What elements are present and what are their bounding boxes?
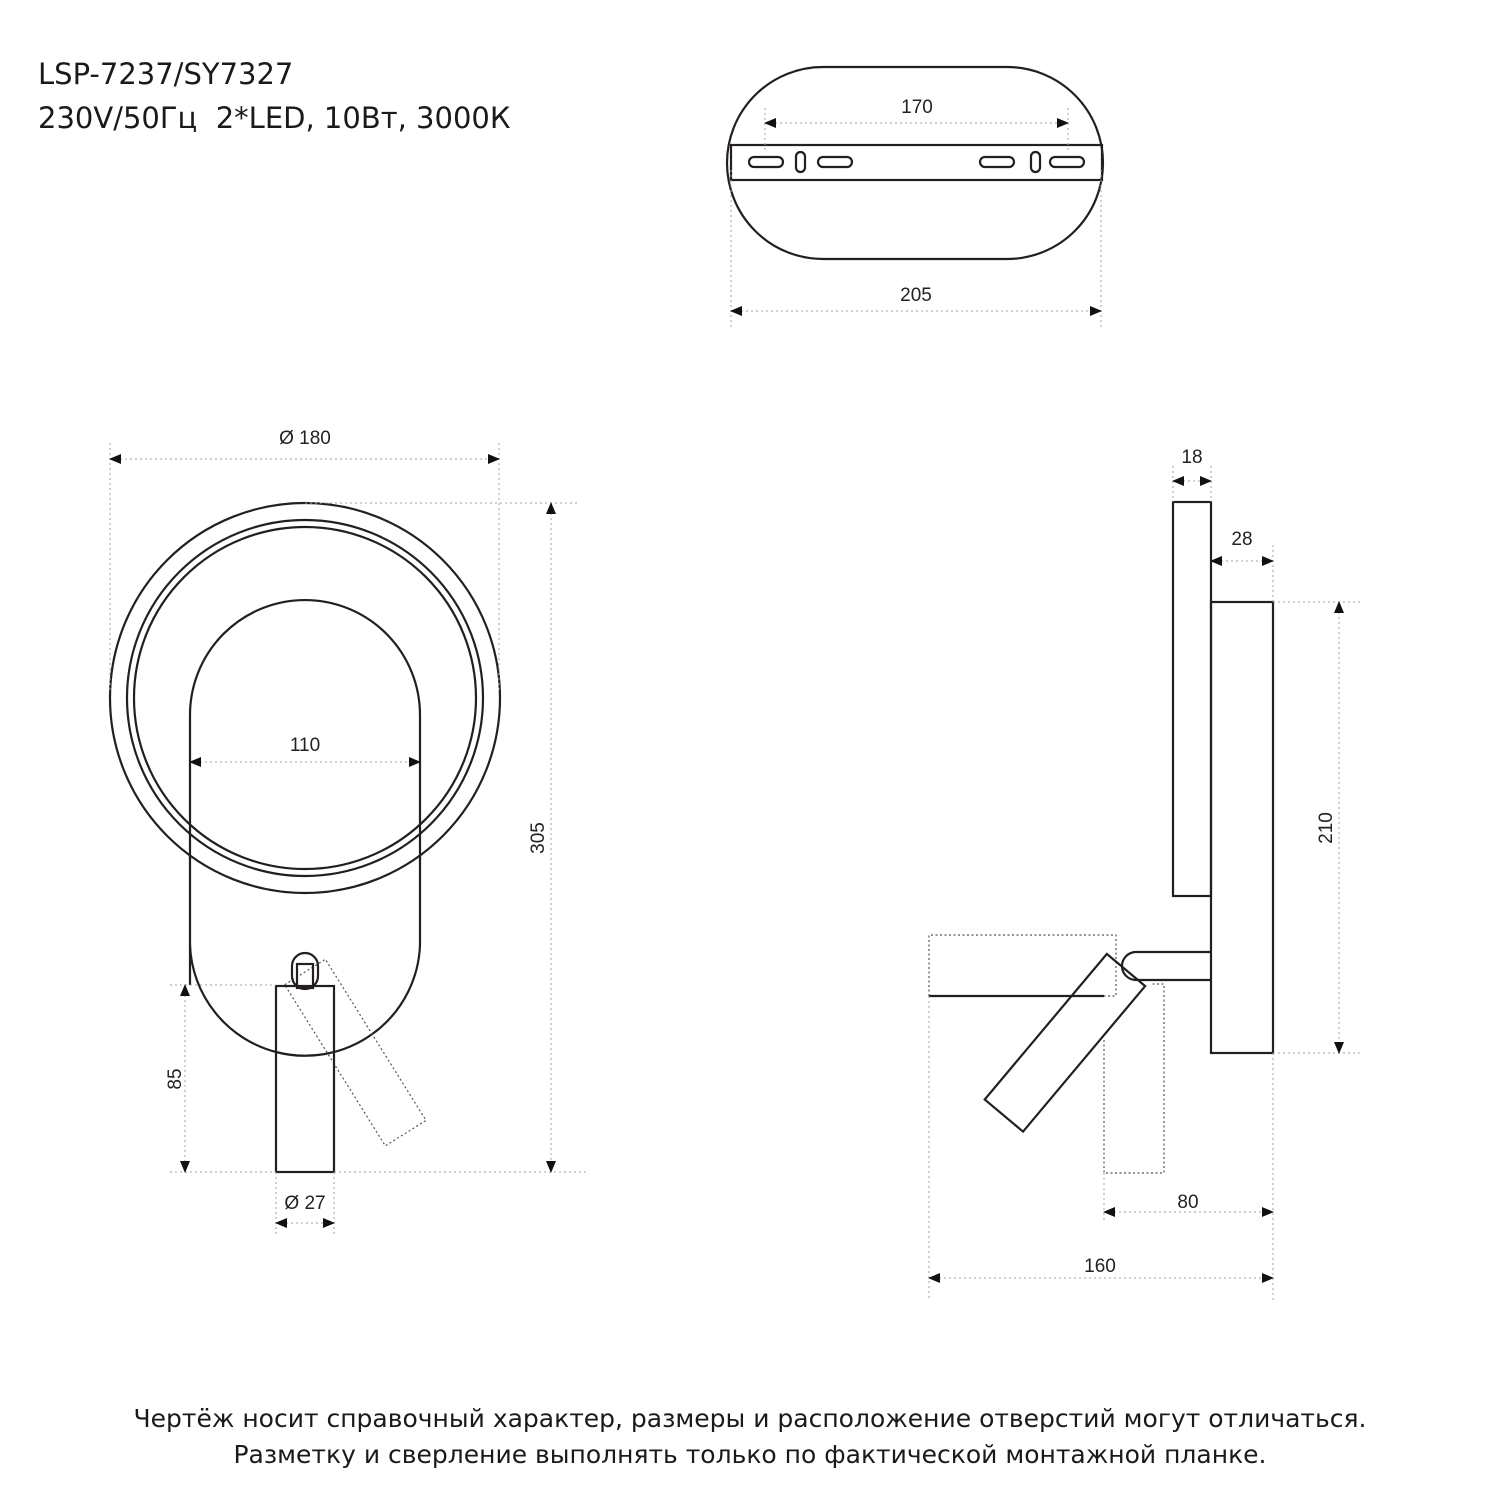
inner-width-label: 110 [290,735,320,756]
mounting-bar [729,143,1104,182]
total-height-label: 305 [528,822,549,854]
spot-diameter-label: Ø 27 [284,1193,325,1214]
spot-ghost-vertical [1103,983,1165,1174]
ring-diameter-label: Ø 180 [279,428,331,449]
base-width-label: 205 [900,285,932,306]
spec-line: 230V/50Гц 2*LED, 10Вт, 3000К [38,101,511,135]
spot-arm [1120,950,1211,982]
base-depth-label: 28 [1231,529,1252,550]
model-title: LSP-7237/SY7327 [38,57,294,91]
total-depth-label: 160 [1084,1256,1116,1277]
base-height-label: 210 [1316,812,1337,844]
mounting-slots [747,150,1086,174]
arch-top [188,598,422,860]
spot-height-label: 85 [165,1068,186,1089]
disclaimer-line-2: Разметку и сверление выполнять только по… [233,1440,1267,1469]
spot-reach-label: 80 [1177,1192,1198,1213]
top-view: 170 205 [725,65,1105,330]
ring-inner-edge-2 [132,525,478,871]
ring-side [1171,500,1213,898]
disclaimer-line-1: Чертёж носит справочный характер, размер… [133,1404,1367,1433]
spot-alt-position [283,958,427,1147]
spot-body [274,984,336,1174]
ring-inner-edge [125,518,485,878]
ring-depth-label: 18 [1181,447,1202,468]
front-view: Ø 180 110 305 85 Ø 27 [108,428,588,1236]
arch-body-lower [188,944,277,1054]
spot-ghost-horizontal [928,934,1117,997]
spot-tilted [983,952,1147,1134]
hole-spacing-label: 170 [901,97,933,118]
side-view: 18 28 210 80 160 [928,447,1360,1300]
base-side [1209,600,1275,1055]
spot-pivot [290,951,320,991]
